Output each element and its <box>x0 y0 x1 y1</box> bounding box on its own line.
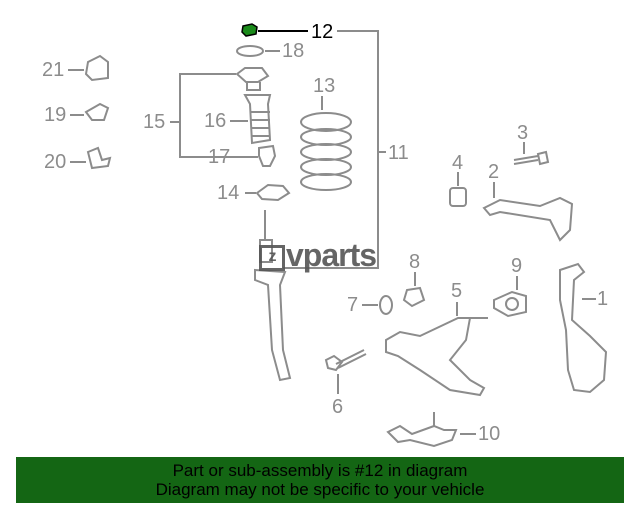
spring-coil <box>300 143 352 161</box>
label-19[interactable]: 19 <box>44 104 67 126</box>
part-strut[interactable] <box>254 210 292 382</box>
label-14[interactable]: 14 <box>217 182 240 204</box>
part-3[interactable] <box>513 150 550 166</box>
spring-coil <box>300 158 352 176</box>
label-15[interactable]: 15 <box>143 111 166 133</box>
part-8[interactable] <box>402 286 426 308</box>
part-18[interactable] <box>236 45 264 57</box>
label-17[interactable]: 17 <box>208 146 231 168</box>
label-20[interactable]: 20 <box>44 151 67 173</box>
part-10[interactable] <box>386 412 458 448</box>
spring-coil <box>300 173 352 191</box>
banner-line-1: Part or sub-assembly is #12 in diagram <box>172 461 468 480</box>
label-3[interactable]: 3 <box>517 122 529 144</box>
part-5[interactable] <box>385 317 488 397</box>
label-1[interactable]: 1 <box>597 288 609 310</box>
logo-text: vparts <box>286 237 377 273</box>
logo-box-letter: z <box>259 244 285 271</box>
banner-line-2: Diagram may not be specific to your vehi… <box>155 480 485 499</box>
label-16[interactable]: 16 <box>204 110 227 132</box>
part-20[interactable] <box>86 146 112 170</box>
part-7[interactable] <box>379 295 393 315</box>
label-4[interactable]: 4 <box>452 152 464 174</box>
part-13[interactable] <box>300 112 352 191</box>
part-9[interactable] <box>493 290 527 318</box>
bracket-11 <box>283 30 386 269</box>
bracket-15 <box>170 73 236 158</box>
label-12[interactable]: 12 <box>311 21 334 43</box>
label-5[interactable]: 5 <box>451 280 463 302</box>
label-2[interactable]: 2 <box>488 161 500 183</box>
part-21[interactable] <box>84 54 109 82</box>
spring-coil <box>300 112 352 132</box>
part-12-highlighted[interactable] <box>241 23 258 37</box>
part-2[interactable] <box>482 196 574 242</box>
part-17[interactable] <box>258 144 277 167</box>
info-banner: Part or sub-assembly is #12 in diagram D… <box>16 457 624 503</box>
part-19[interactable] <box>84 102 110 121</box>
part-6[interactable] <box>324 349 367 372</box>
part-9-bushing-hole <box>505 297 519 311</box>
label-9[interactable]: 9 <box>511 255 523 277</box>
part-4[interactable] <box>449 187 467 207</box>
part-mount[interactable] <box>235 67 270 91</box>
label-13[interactable]: 13 <box>313 75 336 97</box>
part-14[interactable] <box>255 183 291 202</box>
label-11[interactable]: 11 <box>388 142 409 164</box>
label-8[interactable]: 8 <box>409 251 421 273</box>
part-16[interactable] <box>243 94 272 145</box>
part-1[interactable] <box>559 262 608 394</box>
label-10[interactable]: 10 <box>478 423 501 445</box>
label-18[interactable]: 18 <box>282 40 305 62</box>
label-7[interactable]: 7 <box>347 294 359 316</box>
label-21[interactable]: 21 <box>42 59 65 81</box>
label-6[interactable]: 6 <box>332 396 344 418</box>
